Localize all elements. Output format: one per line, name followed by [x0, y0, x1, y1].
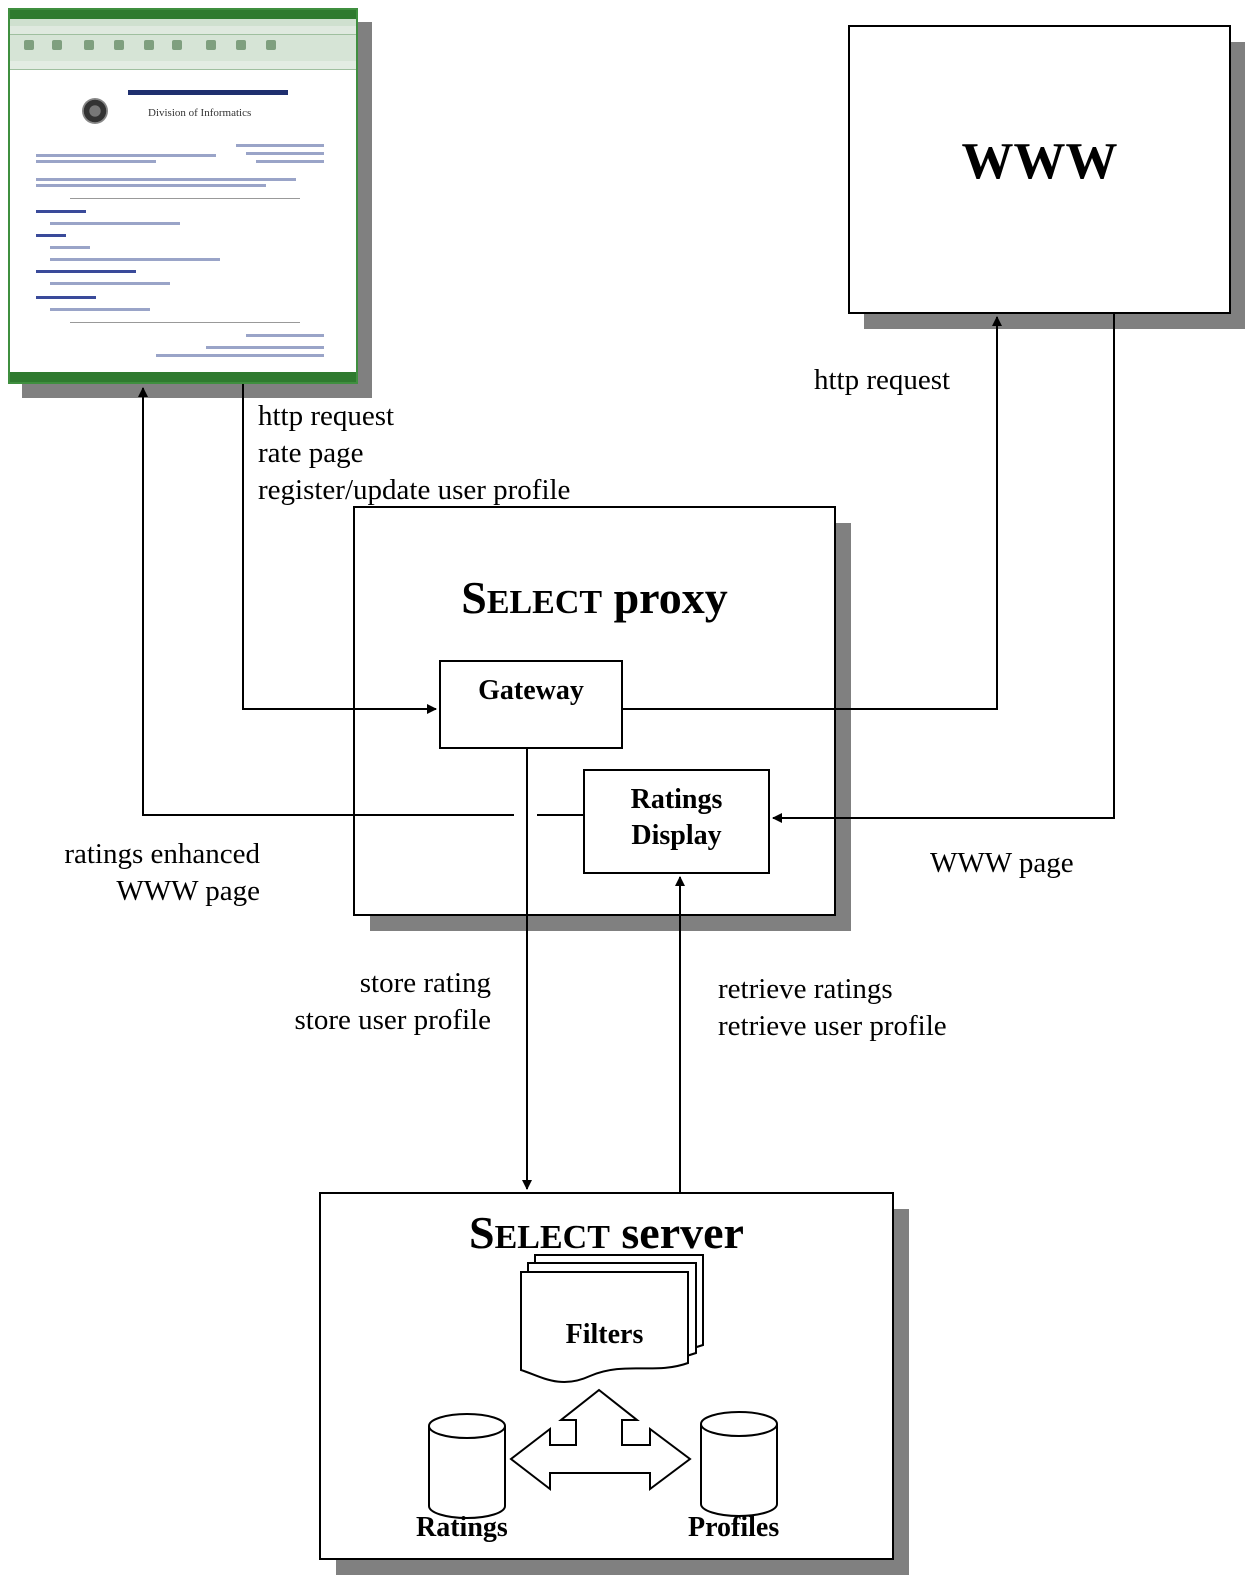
university-crest-icon: [82, 98, 108, 124]
ratings-enhanced-label-2: WWW page: [116, 875, 260, 907]
ratings-enhanced-label-1: ratings enhanced: [64, 838, 260, 870]
gateway-to-www-arrow: [622, 316, 1002, 710]
browser-links-bar: [10, 61, 356, 70]
server-title-smallcaps: ELECT: [494, 1219, 610, 1256]
retrieve-label-2: retrieve user profile: [718, 1010, 947, 1042]
www-box: [848, 25, 1231, 314]
browser-titlebar: [10, 10, 356, 19]
ratings-db-label: Ratings: [416, 1512, 508, 1543]
proxy-title: SELECT proxy: [354, 570, 835, 631]
store-label-2: store user profile: [294, 1004, 492, 1036]
proxy-title-lead: S: [461, 572, 487, 623]
ratings-database-icon: [428, 1413, 506, 1519]
ratings-display-label-line1: Ratings: [630, 784, 723, 815]
retrieve-label-1: retrieve ratings: [718, 973, 893, 1005]
proxy-title-tail: proxy: [602, 572, 728, 623]
profiles-db-label: Profiles: [688, 1512, 780, 1543]
browser-menubar: [10, 19, 356, 26]
browser-address-bar: [10, 26, 356, 35]
server-title-lead: S: [469, 1207, 495, 1258]
www-title: WWW: [961, 133, 1118, 190]
browser-out-label-3: register/update user profile: [258, 474, 571, 506]
gateway-box: [439, 660, 623, 749]
browser-window-thumbnail: Division of Informatics: [8, 8, 358, 384]
browser-page-heading: Division of Informatics: [148, 107, 252, 119]
profiles-database-icon: [700, 1411, 778, 1517]
server-title-tail: server: [609, 1207, 744, 1258]
www-to-ratings-display-arrow: [772, 313, 1115, 823]
ratings-display-box: [583, 769, 770, 874]
store-label-1: store rating: [359, 967, 491, 999]
filters-exchange-arrow: [509, 1388, 692, 1492]
filters-documents-icon: [520, 1254, 704, 1383]
browser-to-gateway-arrow: [242, 380, 437, 714]
www-request-label: http request: [814, 364, 951, 396]
browser-out-label-2: rate page: [258, 437, 364, 469]
gateway-label: Gateway: [478, 675, 584, 706]
server-title: SELECT server: [320, 1205, 893, 1266]
www-page-label: WWW page: [930, 847, 1074, 879]
browser-out-label-1: http request: [258, 400, 395, 432]
ratings-display-label-line2: Display: [631, 820, 722, 851]
browser-status-bar: [10, 372, 356, 382]
browser-page-content: Division of Informatics: [10, 72, 356, 372]
browser-toolbar: [10, 35, 356, 61]
filters-label: Filters: [565, 1319, 644, 1350]
ratings-display-to-browser-arrow: [138, 387, 514, 816]
proxy-title-smallcaps: ELECT: [486, 584, 603, 621]
